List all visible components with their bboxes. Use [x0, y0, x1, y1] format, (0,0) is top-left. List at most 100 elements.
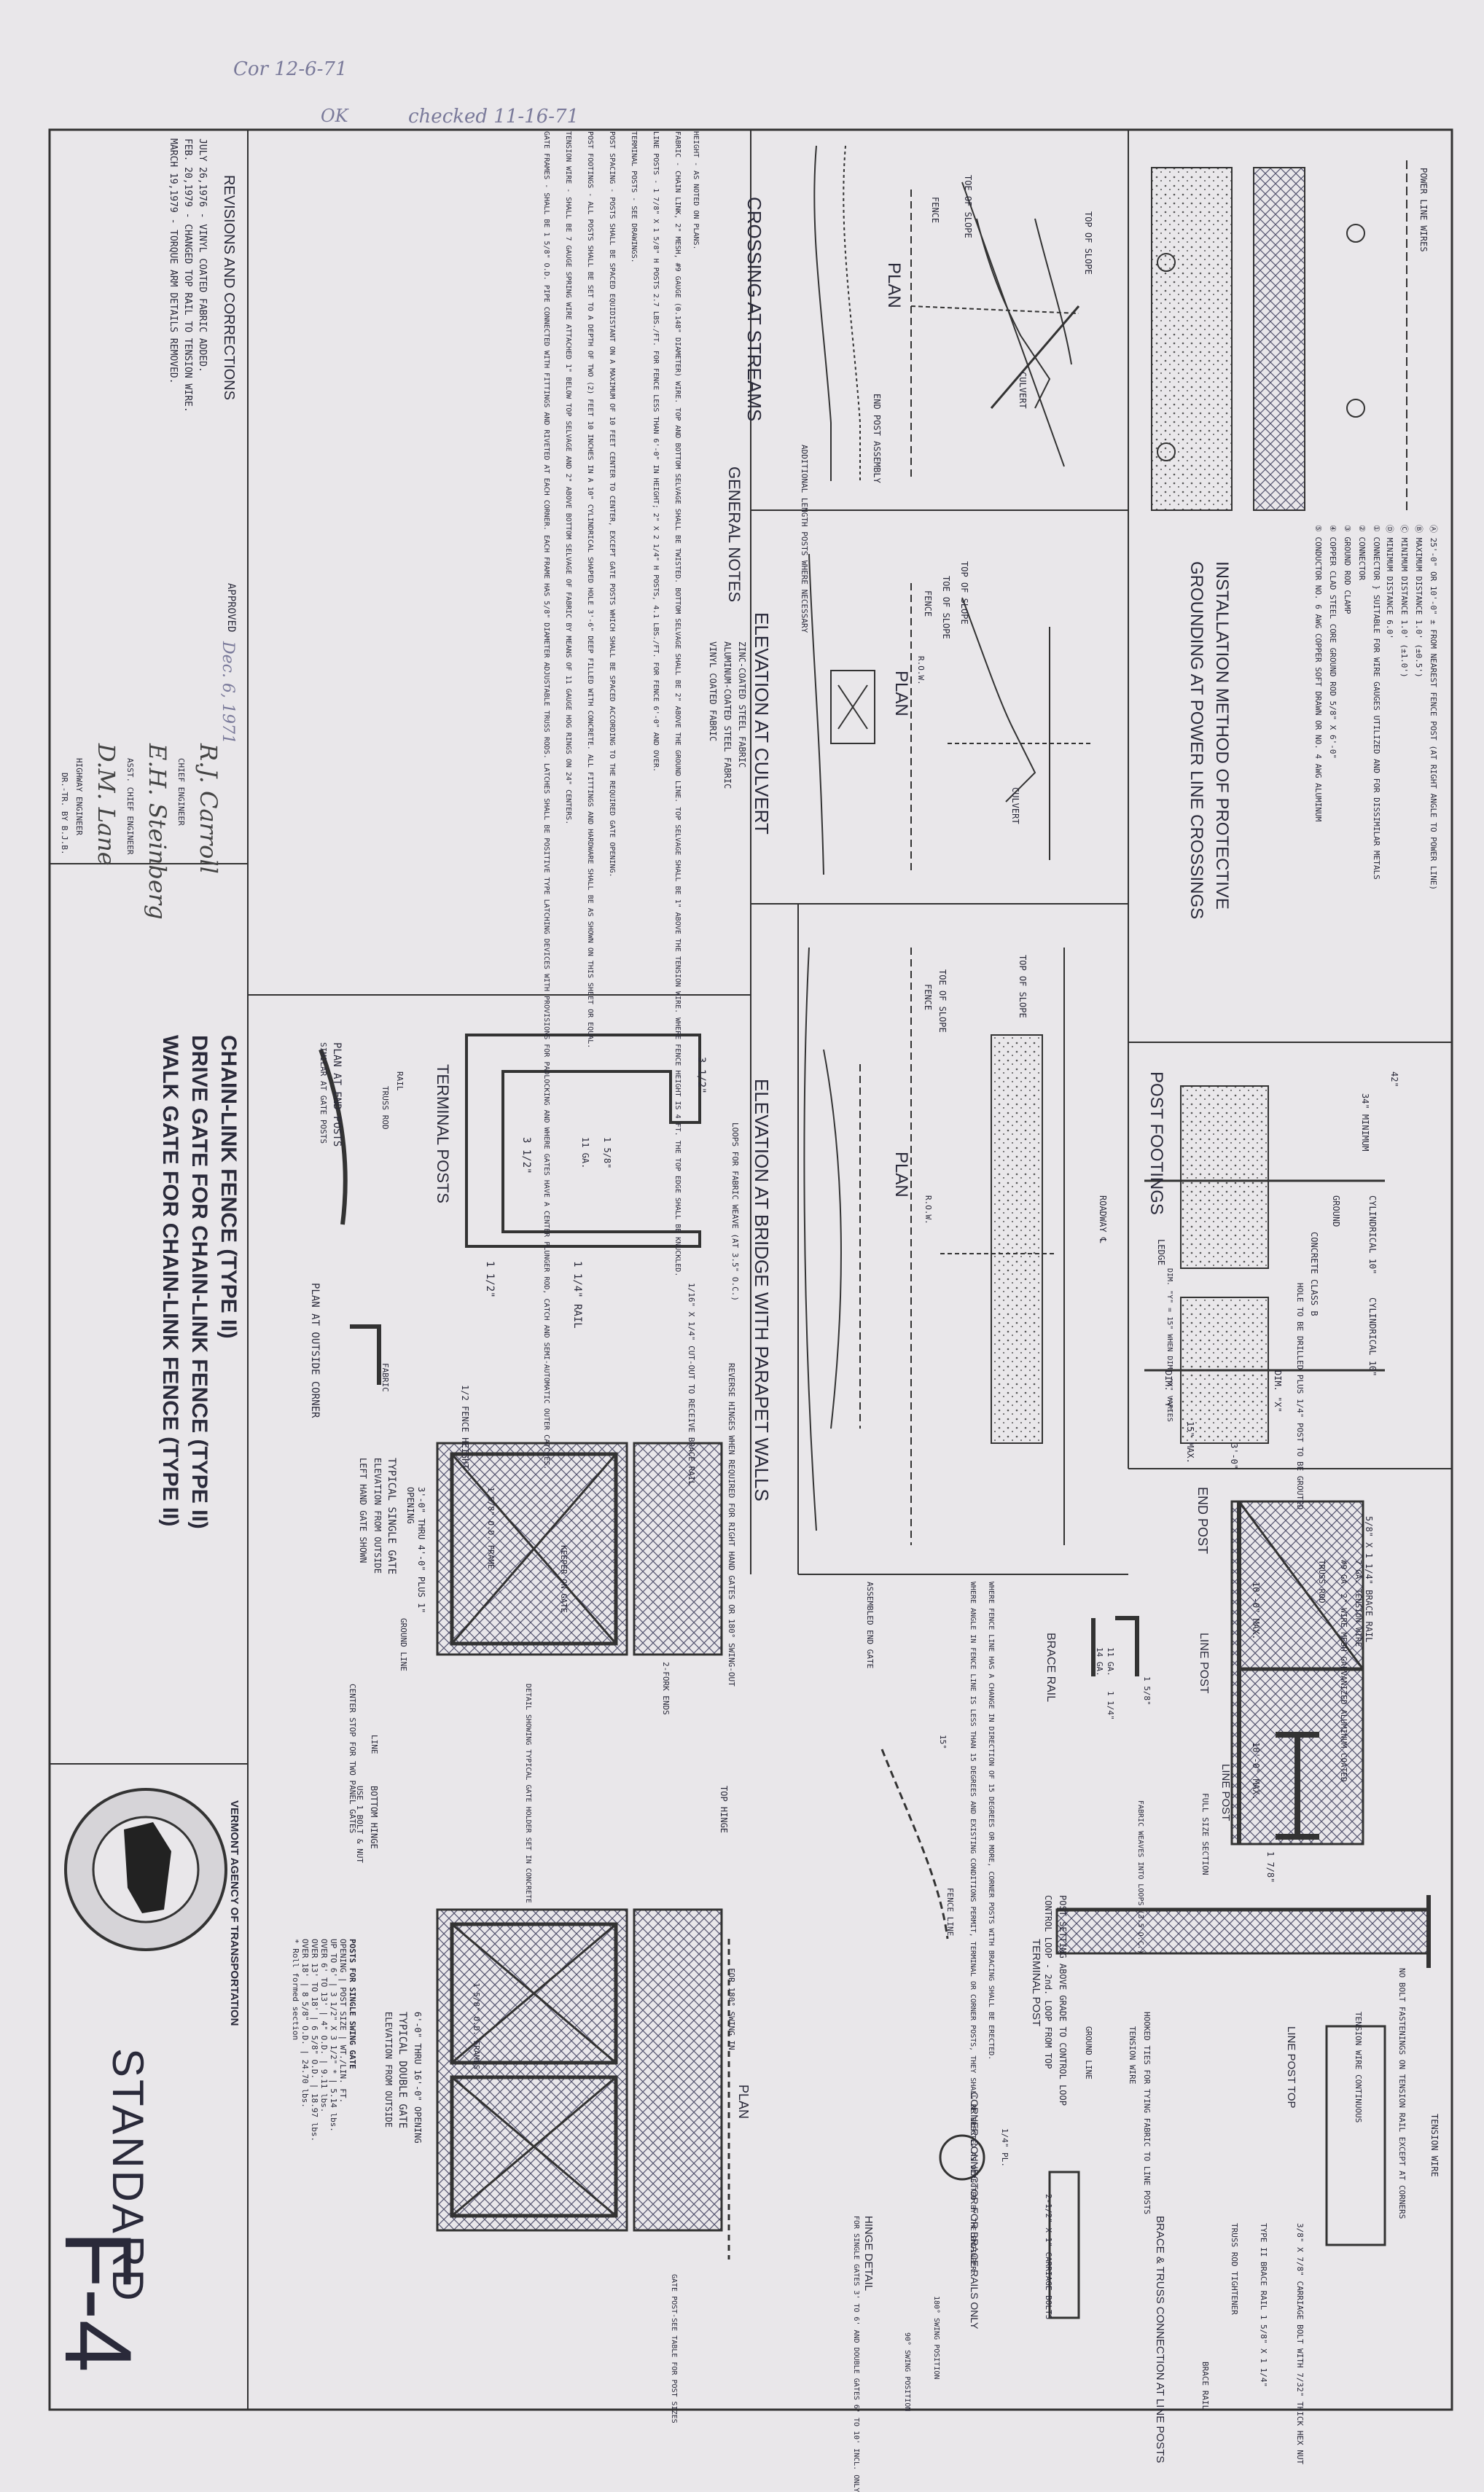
power-legend-6: ② CONNECTOR: [1357, 525, 1367, 581]
streams-label-6: ADDITIONAL LENGTH POSTS WHERE NECESSARY: [800, 445, 809, 633]
corner-label-4: FENCE LINE: [945, 1888, 955, 1937]
signer-3-title: HIGHWAY ENGINEER: [74, 758, 84, 835]
power-legend-3: Ⓒ MINIMUM DISTANCE 1.0' (±1.0'): [1399, 525, 1409, 678]
end-post-label-12: 14 GA.: [1095, 1647, 1104, 1676]
double-gate-label-7: USE 1 BOLT & NUT: [355, 1786, 364, 1863]
bridge-label-2: TOE OF SLOPE: [937, 969, 948, 1033]
agency-ring-text: VERMONT AGENCY OF TRANSPORTATION: [228, 1800, 241, 2026]
end-post-label-7: LINE POST: [1198, 1633, 1210, 1694]
end-post-label-15: 1 7/8": [1265, 1851, 1276, 1883]
end-post-label-13: FULL SIZE SECTION: [1200, 1793, 1210, 1875]
corner-label-5: 15°: [938, 1735, 948, 1749]
table-row: OVER 13' TO 18' | 6 5/8" O.D. | 18.97 lb…: [310, 1939, 319, 2142]
power-legend-1: Ⓐ 25'-0" OR 10'-0" ± FROM NEAREST FENCE …: [1429, 525, 1438, 891]
drafted-by: DR.-TR. BY B.J.B.: [60, 773, 69, 855]
hinge-label-2: FOR SINGLE GATES 3' TO 6' AND DOUBLE GAT…: [852, 2216, 860, 2492]
single-gate-title-3: LEFT HAND GATE SHOWN: [358, 1458, 368, 1563]
power-legend-2: Ⓑ MAXIMUM DISTANCE 1.0' (±0.5'): [1414, 525, 1424, 678]
note-6: POST FOOTINGS - ALL POSTS SHALL BE SET T…: [586, 131, 594, 1049]
bridge-label-5: ROADWAY ℄: [1098, 1195, 1108, 1243]
terminal-title: TERMINAL POSTS: [434, 1064, 452, 1204]
title-line-2: DRIVE GATE FOR CHAIN-LINK FENCE (TYPE II…: [187, 1035, 211, 1529]
single-gate-title-1: TYPICAL SINGLE GATE: [386, 1458, 397, 1575]
signer-2-title: ASST. CHIEF ENGINEER: [125, 758, 135, 855]
power-legend-5: ① CONNECTOR } SUITABLE FOR WIRE GAUGES U…: [1372, 525, 1381, 880]
double-gate-label-3: FOR 180° SWING IN: [727, 1968, 736, 2050]
fabric-note-2: ALUMINUM-COATED STEEL FABRIC: [722, 641, 733, 789]
tension-label-16: TYPE II BRACE RAIL 1 5/8" X 1 1/4": [1259, 2223, 1268, 2388]
gate-post-col-3: WT./LIN. FT.: [338, 2044, 348, 2104]
streams-label-5: END POST ASSEMBLY: [872, 394, 882, 483]
tension-label-14: BRACE & TRUSS CONNECTION AT LINE POSTS: [1154, 2216, 1166, 2464]
single-gate-label-1: 1/2 FENCE HEIGHT: [460, 1385, 470, 1469]
tension-label-1: TENSION WIRE: [1429, 2114, 1440, 2177]
terminal-label-4: 1 1/4" RAIL: [571, 1261, 583, 1329]
stamp-checked: checked 11-16-71: [408, 106, 579, 128]
culvert-plan: PLAN: [891, 671, 911, 716]
double-gate-label-5: TOP HINGE: [719, 1786, 729, 1834]
double-gate-label-8: GATE POST-SEE TABLE FOR POST SIZES: [670, 2274, 678, 2423]
culvert-label-4: R.O.W.: [916, 656, 926, 685]
terminal-label-2: 3 1/2": [520, 1137, 532, 1174]
tension-label-17: 3/8" X 7/8" CARRIAGE BOLT WITH 7/32" THI…: [1295, 2223, 1305, 2465]
tension-label-6: TERMINAL POST: [1030, 1939, 1042, 2027]
terminal-label-12: RAIL: [395, 1071, 405, 1091]
streams-label-1: TOP OF SLOPE: [1083, 211, 1093, 275]
footings-label-6: LEDGE: [1156, 1239, 1166, 1266]
end-post-label-5: 10'-0" MAX.: [1251, 1582, 1261, 1640]
table-row: OVER 18' | 8 5/8" O.D. | 24.70 lbs.: [300, 1939, 310, 2108]
notes-heading: GENERAL NOTES: [725, 466, 743, 603]
sheet-number: F-4: [45, 2230, 152, 2372]
terminal-label-1: 3 1/2": [695, 1057, 707, 1094]
hinge-title: HINGE DETAIL: [862, 2216, 875, 2292]
culvert-label-3: FENCE: [923, 590, 933, 617]
tension-label-2: POST SETTING ABOVE GRADE TO CONTROL LOOP: [1058, 1895, 1068, 2106]
terminal-label-7: LOOPS FOR FABRIC WEAVE (AT 3.5" O.C.): [730, 1122, 740, 1302]
end-post-label-1: 5/8" X 1 1/4" BRACE RAIL: [1364, 1516, 1374, 1643]
hinge-label-3: 180° SWING POSITION: [932, 2296, 940, 2380]
single-gate-label-3: OPENING: [405, 1487, 415, 1524]
approved-label: APPROVED: [225, 583, 237, 633]
stamp-cor: Cor 12-6-71: [233, 58, 348, 80]
gate-post-table-footnote: * Roll formed section: [291, 1939, 300, 2041]
revision-item-1: JULY 26,1976 - VINYL COATED FABRIC ADDED…: [197, 138, 208, 372]
double-gate-title-2: ELEVATION FROM OUTSIDE: [383, 2012, 394, 2128]
single-gate-label-8: 2-FORK ENDS: [661, 1662, 671, 1715]
terminal-label-13: TRUSS ROD: [380, 1086, 390, 1130]
footings-label-11: 3'-0": [1229, 1443, 1239, 1470]
culvert-label-2: TOE OF SLOPE: [941, 576, 951, 639]
bridge-title: ELEVATION AT BRIDGE WITH PARAPET WALLS: [751, 1079, 773, 1501]
title-line-1: CHAIN-LINK FENCE (TYPE II): [216, 1035, 241, 1339]
corner-note-1: WHERE FENCE LINE HAS A CHANGE IN DIRECTI…: [987, 1582, 995, 2061]
signer-3-signature: D.M. Lane: [93, 743, 120, 866]
revisions-heading: REVISIONS AND CORRECTIONS: [221, 175, 237, 400]
end-post-label-11: 11 GA.: [1106, 1647, 1115, 1676]
end-post-label-2: 7 GA. TENSION WIRE: [1354, 1560, 1363, 1647]
title-line-3: WALK GATE FOR CHAIN-LINK FENCE (TYPE II): [158, 1035, 182, 1527]
revision-item-2: FEB. 20,1979 - CHANGED TOP RAIL TO TENSI…: [182, 138, 193, 413]
double-gate-drawing: [436, 1908, 730, 2259]
double-gate-label-1: 6'-0" THRU 16'-0" OPENING: [413, 2012, 423, 2144]
bridge-plan: PLAN: [891, 1152, 911, 1198]
signer-2-signature: E.H. Steinberg: [144, 743, 171, 920]
double-gate-label-2: 1 5/8" O.D. FRAMES: [472, 1983, 481, 2070]
agency-seal: [64, 1788, 227, 1951]
note-5: POST SPACING - POSTS SHALL BE SPACED EQU…: [608, 131, 616, 878]
streams-label-3: FENCE: [930, 197, 940, 224]
signer-1-title: CHIEF ENGINEER: [176, 758, 186, 826]
terminal-label-3: 1 1/2": [484, 1261, 496, 1298]
tension-label-8: TENSION WIRE: [1128, 2026, 1137, 2085]
tension-label-7: HOOKED TIES FOR TYING FABRIC TO LINE POS…: [1142, 2012, 1152, 2215]
hinge-label-4: 90° SWING POSITION: [903, 2332, 911, 2412]
streams-drawing: [813, 145, 1080, 481]
terminal-drawing: [319, 1034, 701, 1385]
single-gate-title-2: ELEVATION FROM OUTSIDE: [372, 1458, 383, 1574]
double-gate-title-1: TYPICAL DOUBLE GATE: [397, 2012, 408, 2129]
tension-drawing: [880, 1749, 1431, 2319]
end-post-label-4: TRUSS ROD: [1317, 1560, 1327, 1604]
terminal-label-6: 1 5/8": [602, 1137, 612, 1169]
tension-label-18: BRACE RAIL: [1200, 2362, 1210, 2410]
bridge-drawing: [803, 947, 1065, 1545]
power-title-2: GROUNDING AT POWER LINE CROSSINGS: [1187, 561, 1206, 920]
